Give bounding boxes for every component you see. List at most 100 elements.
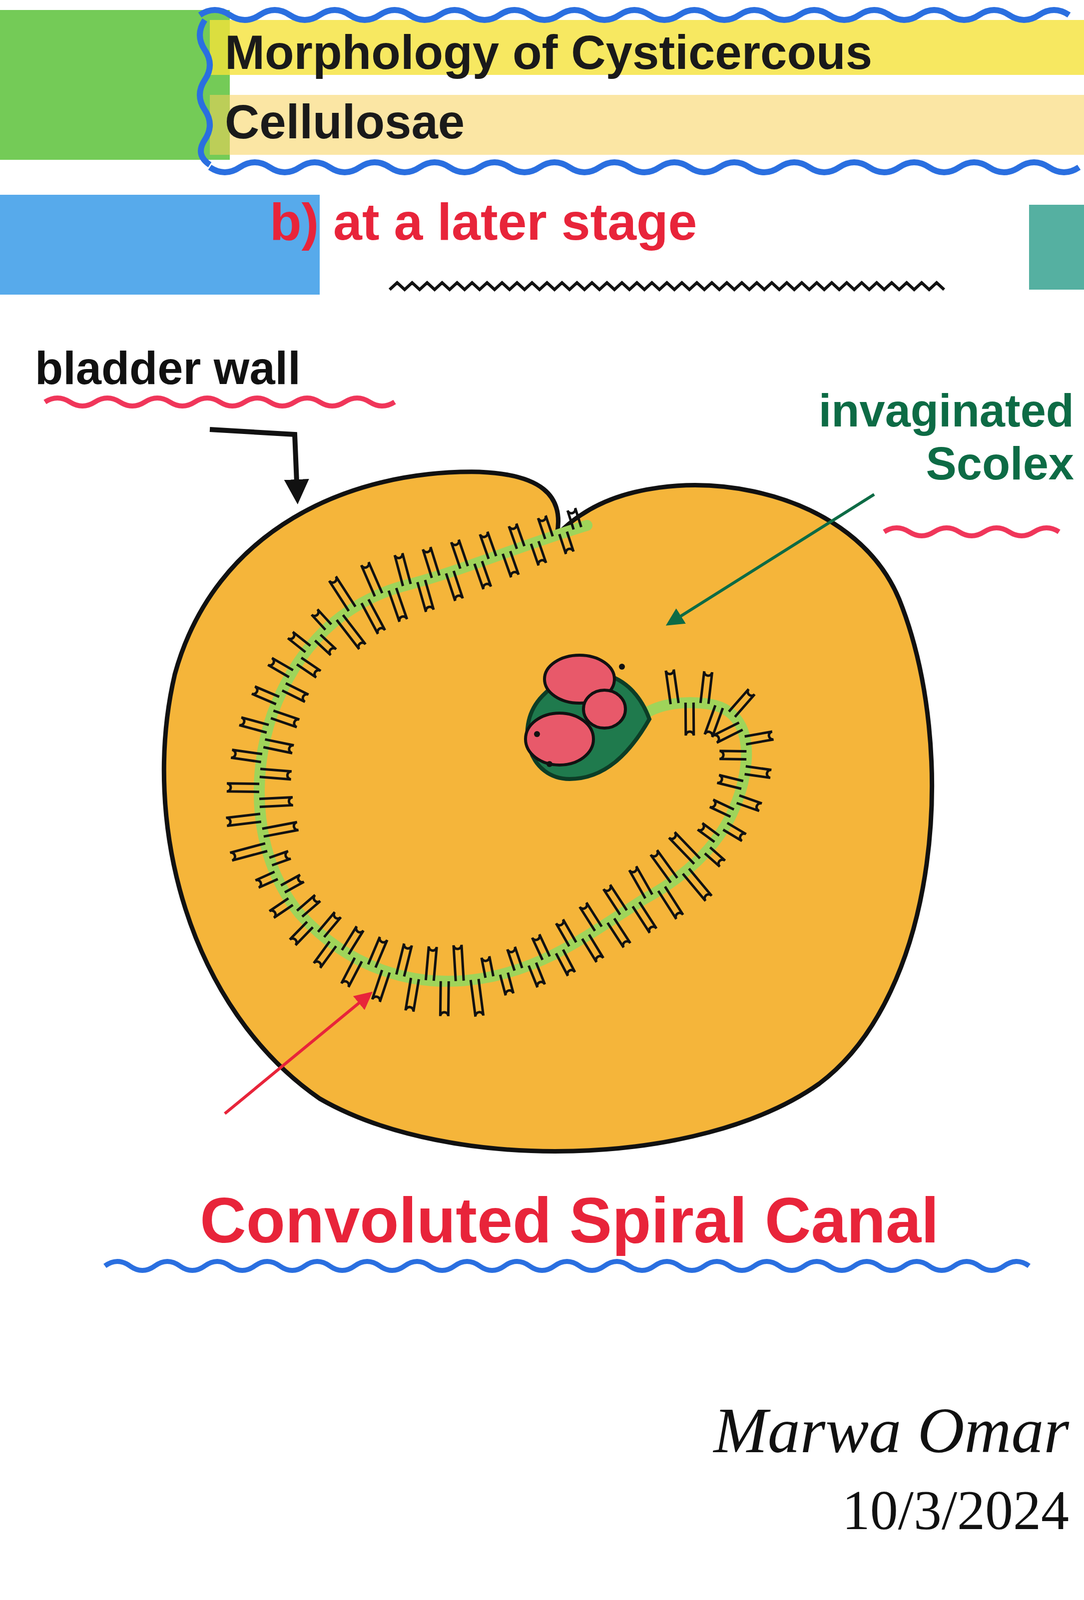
blue-wavy-frame	[199, 19, 210, 165]
canal-fold	[262, 822, 299, 837]
canal-fold	[230, 749, 263, 762]
canal-fold	[481, 956, 494, 979]
canal-fold	[269, 898, 293, 919]
canal-fold	[318, 912, 342, 938]
canal-fold	[336, 615, 366, 650]
blue-wavy-frame	[209, 162, 1080, 173]
canal-fold	[282, 683, 309, 702]
canal-fold	[289, 922, 313, 946]
sucker	[525, 713, 594, 766]
canal-fold	[225, 814, 261, 827]
canal-fold	[668, 832, 700, 865]
canal-fold	[361, 561, 383, 597]
canal-fold	[446, 570, 463, 601]
canal-fold	[685, 702, 694, 736]
canal-fold	[744, 731, 774, 745]
canal-fold	[394, 553, 411, 587]
canal-fold	[270, 710, 300, 728]
canal-fold	[315, 634, 337, 656]
canal-fold	[559, 532, 574, 555]
canal-fold	[700, 671, 712, 704]
canal-fold	[287, 631, 311, 652]
pointer-arrow	[224, 996, 368, 1114]
canal-fold	[368, 937, 388, 968]
canal-fold	[296, 895, 321, 918]
canal-fold	[509, 523, 525, 549]
hook-dot	[618, 663, 625, 670]
canal-fold	[313, 941, 337, 969]
canal-fold	[603, 885, 627, 916]
canal-fold	[555, 919, 576, 947]
canal-fold	[719, 751, 747, 760]
title: Morphology of Cysticercous Cellulosae	[224, 17, 1055, 157]
canal-fold	[658, 886, 684, 920]
canal-fold	[532, 934, 550, 961]
canal-fold	[709, 799, 734, 817]
canal-fold	[311, 609, 332, 630]
pointer-arrow	[209, 429, 298, 495]
scolex	[525, 655, 650, 780]
canal-fold	[632, 902, 657, 934]
spiral-canal	[225, 508, 774, 1017]
canal-fold	[251, 686, 280, 705]
part-label: Convoluted Spiral Canal	[79, 1183, 1060, 1258]
canal-fold	[682, 868, 712, 902]
canal-fold	[259, 797, 294, 807]
canal-fold	[555, 950, 575, 977]
canal-fold	[567, 508, 581, 530]
zigzag-underline	[389, 282, 945, 290]
canal-fold	[650, 850, 677, 883]
canal-fold	[704, 705, 723, 738]
canal-fold	[736, 795, 763, 812]
canal-fold	[744, 766, 772, 778]
pointer-arrow	[671, 494, 875, 622]
part-label: invaginated Scolex	[759, 384, 1075, 491]
canal-fold	[500, 973, 514, 997]
canal-fold	[629, 866, 653, 899]
canal-fold	[480, 532, 497, 559]
canal-fold	[239, 717, 269, 733]
canal-fold	[405, 978, 420, 1013]
hook-dot	[534, 731, 541, 738]
canal-fold	[502, 551, 519, 578]
canal-fold	[704, 847, 726, 867]
canal-fold	[396, 943, 412, 977]
canal-fold	[263, 739, 294, 754]
canal-fold	[255, 872, 278, 889]
canal-line	[259, 525, 747, 982]
canal-fold	[665, 669, 679, 705]
canal-fold	[723, 823, 747, 842]
canal-fold	[341, 958, 362, 988]
red-wavy-underline	[44, 398, 395, 407]
canal-fold	[329, 576, 356, 611]
canal-fold	[361, 599, 386, 634]
canal-fold	[728, 689, 755, 718]
blue-wavy-underline	[104, 1261, 1030, 1271]
canal-fold	[451, 540, 468, 569]
canal-fold	[697, 823, 719, 843]
canal-fold	[474, 561, 492, 590]
canal-fold	[425, 946, 437, 982]
bladder-wall	[163, 472, 932, 1152]
canal-fold	[267, 658, 293, 678]
canal-fold	[269, 851, 291, 866]
blue-wavy-frame	[199, 9, 1070, 20]
canal-fold	[453, 945, 464, 982]
canal-fold	[581, 934, 603, 963]
canal-fold	[440, 981, 449, 1017]
hook-dot	[546, 761, 553, 768]
red-wavy-underline	[884, 528, 1060, 537]
canal-fold	[531, 541, 546, 566]
canal-fold	[607, 918, 631, 948]
date: 10/3/2024	[669, 1478, 1070, 1544]
blue-band	[1029, 204, 1084, 290]
green-band	[0, 9, 230, 160]
part-label: bladder wall	[34, 342, 435, 396]
canal-fold	[716, 775, 743, 790]
signature: Marwa Omar	[619, 1393, 1070, 1469]
canal-fold	[538, 515, 553, 540]
canal-fold	[372, 970, 390, 1003]
canal-fold	[579, 902, 602, 932]
canal-fold	[528, 963, 545, 989]
canal-fold	[229, 843, 268, 861]
